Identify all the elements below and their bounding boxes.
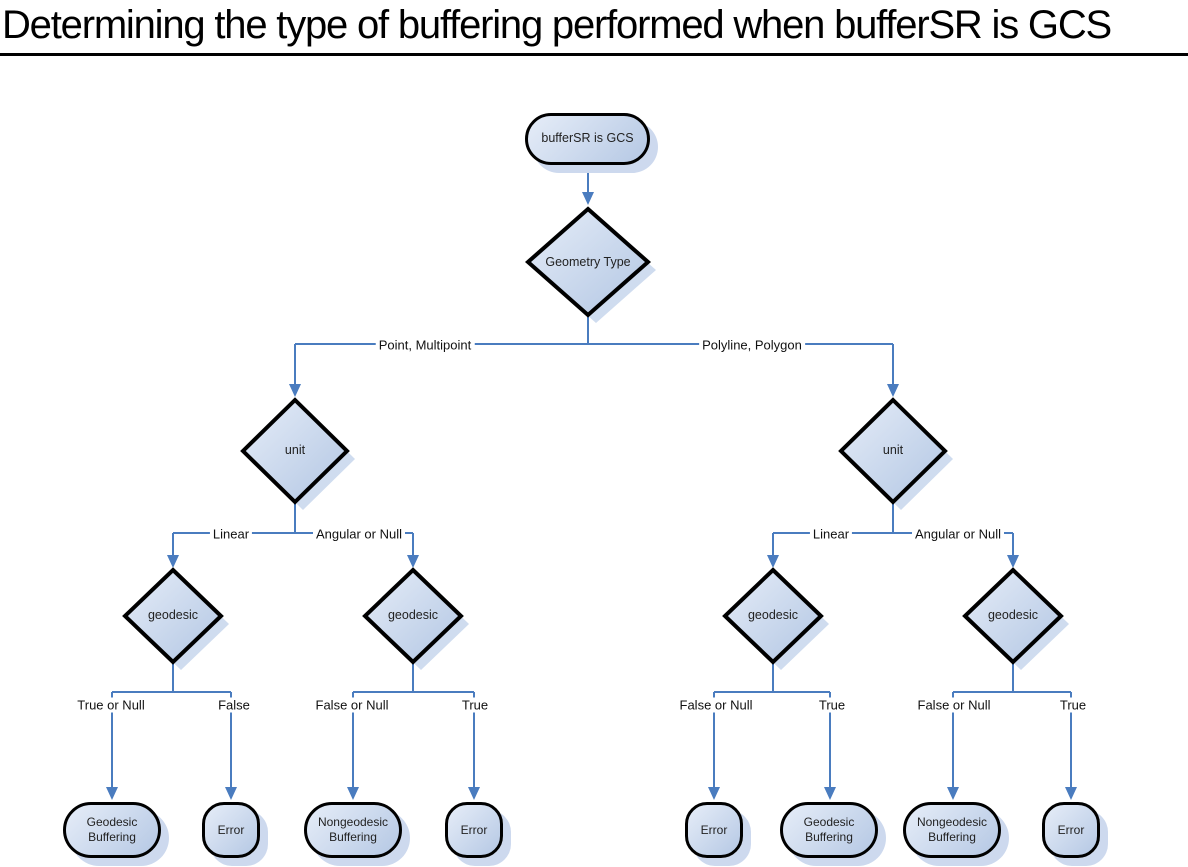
diamond-shape [838, 397, 953, 510]
unit-decision-point: unit [240, 397, 358, 511]
diamond-shape [962, 567, 1069, 670]
edge-geometry-to-units [289, 315, 899, 397]
edge-label-true-or-null: True or Null [74, 697, 148, 713]
geodesic-decision-polyline-angular: geodesic [962, 567, 1072, 671]
result-label: Geodesic Buffering [86, 815, 138, 844]
result-label: Error [700, 822, 728, 837]
unit-decision-polyline-label: unit [882, 443, 904, 457]
geodesic-decision-label: geodesic [147, 608, 199, 622]
result-nongeodesic-buffering-2: Nongeodesic Buffering [903, 802, 1001, 858]
result-label: Error [1057, 822, 1085, 837]
unit-decision-point-label: unit [284, 443, 306, 457]
edge-label-false: False [215, 697, 253, 713]
edge-geodesic1-to-results [106, 662, 237, 800]
diamond-shape [722, 567, 829, 670]
edge-geodesic3-to-results [708, 662, 836, 800]
edge-label-false-or-null-3: False or Null [914, 697, 994, 713]
edge-label-linear-left: Linear [209, 526, 253, 542]
geodesic-decision-label: geodesic [387, 608, 439, 622]
result-error-4: Error [1042, 802, 1100, 858]
geodesic-decision-point-angular: geodesic [362, 567, 472, 671]
edge-label-true-2: True [815, 697, 849, 713]
unit-decision-polyline: unit [838, 397, 956, 511]
result-geodesic-buffering-1: Geodesic Buffering [63, 802, 161, 858]
edge-label-angular-left: Angular or Null [313, 526, 405, 542]
edge-unit-point-to-geodesics [167, 502, 419, 568]
geometry-type-label: Geometry Type [545, 255, 631, 269]
result-label: Error [460, 822, 488, 837]
edge-label-linear-right: Linear [809, 526, 853, 542]
result-error-2: Error [445, 802, 503, 858]
edge-label-true-1: True [458, 697, 492, 713]
diamond-shape [240, 397, 355, 510]
edge-start-to-geometry [582, 165, 594, 205]
result-error-1: Error [202, 802, 260, 858]
edge-label-false-or-null-1: False or Null [312, 697, 392, 713]
geodesic-decision-label: geodesic [987, 608, 1039, 622]
edge-label-polyline-polygon: Polyline, Polygon [699, 337, 805, 353]
edge-label-true-3: True [1056, 697, 1090, 713]
result-label: Geodesic Buffering [803, 815, 855, 844]
result-nongeodesic-buffering-1: Nongeodesic Buffering [304, 802, 402, 858]
diamond-shape [362, 567, 469, 670]
diamond-shape [122, 567, 229, 670]
edge-geodesic4-to-results [947, 662, 1077, 800]
edge-geodesic2-to-results [347, 662, 480, 800]
geodesic-decision-polyline-linear: geodesic [722, 567, 832, 671]
result-label: Nongeodesic Buffering [916, 815, 988, 844]
edge-unit-polyline-to-geodesics [767, 502, 1019, 568]
start-node: bufferSR is GCS [525, 113, 650, 165]
diamond-shape [525, 206, 656, 323]
start-node-label: bufferSR is GCS [541, 131, 634, 146]
edge-label-angular-right: Angular or Null [912, 526, 1004, 542]
geodesic-decision-point-linear: geodesic [122, 567, 232, 671]
page-title: Determining the type of buffering perfor… [0, 0, 1188, 56]
result-label: Error [217, 822, 245, 837]
result-error-3: Error [685, 802, 743, 858]
edge-label-point-multipoint: Point, Multipoint [375, 337, 475, 353]
result-geodesic-buffering-2: Geodesic Buffering [780, 802, 878, 858]
result-label: Nongeodesic Buffering [317, 815, 389, 844]
geometry-type-decision: Geometry Type [525, 206, 659, 326]
edge-label-false-or-null-2: False or Null [676, 697, 756, 713]
geodesic-decision-label: geodesic [747, 608, 799, 622]
